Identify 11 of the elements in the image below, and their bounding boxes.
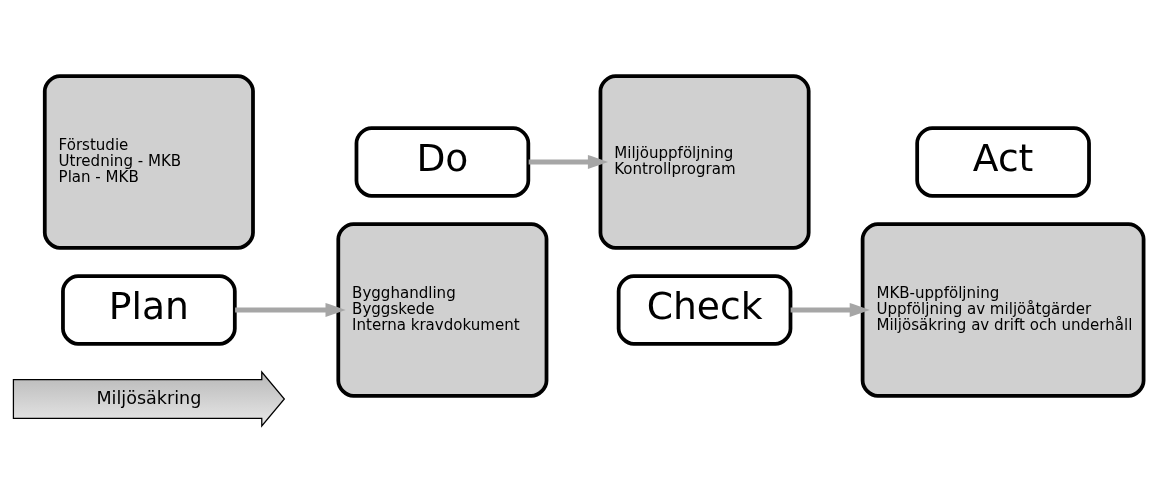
arrow [528,154,609,169]
node-box: Check [616,273,793,346]
arrow [790,302,870,317]
node-box: Förstudie Utredning - MKB Plan - MKB [42,73,255,250]
node-box: Miljöuppföljning Kontrollprogram [598,73,811,250]
node-box: Do [354,125,531,198]
node-box: MKB-uppföljning Uppföljning av miljöåtgärder Miljösäkring av drift och underhåll [860,221,1146,398]
node-box: Bygghandling Byggskede Interna kravdokument [336,221,549,398]
node-box: Act [915,125,1091,198]
node-box: Plan [61,273,237,346]
arrow [235,302,346,317]
